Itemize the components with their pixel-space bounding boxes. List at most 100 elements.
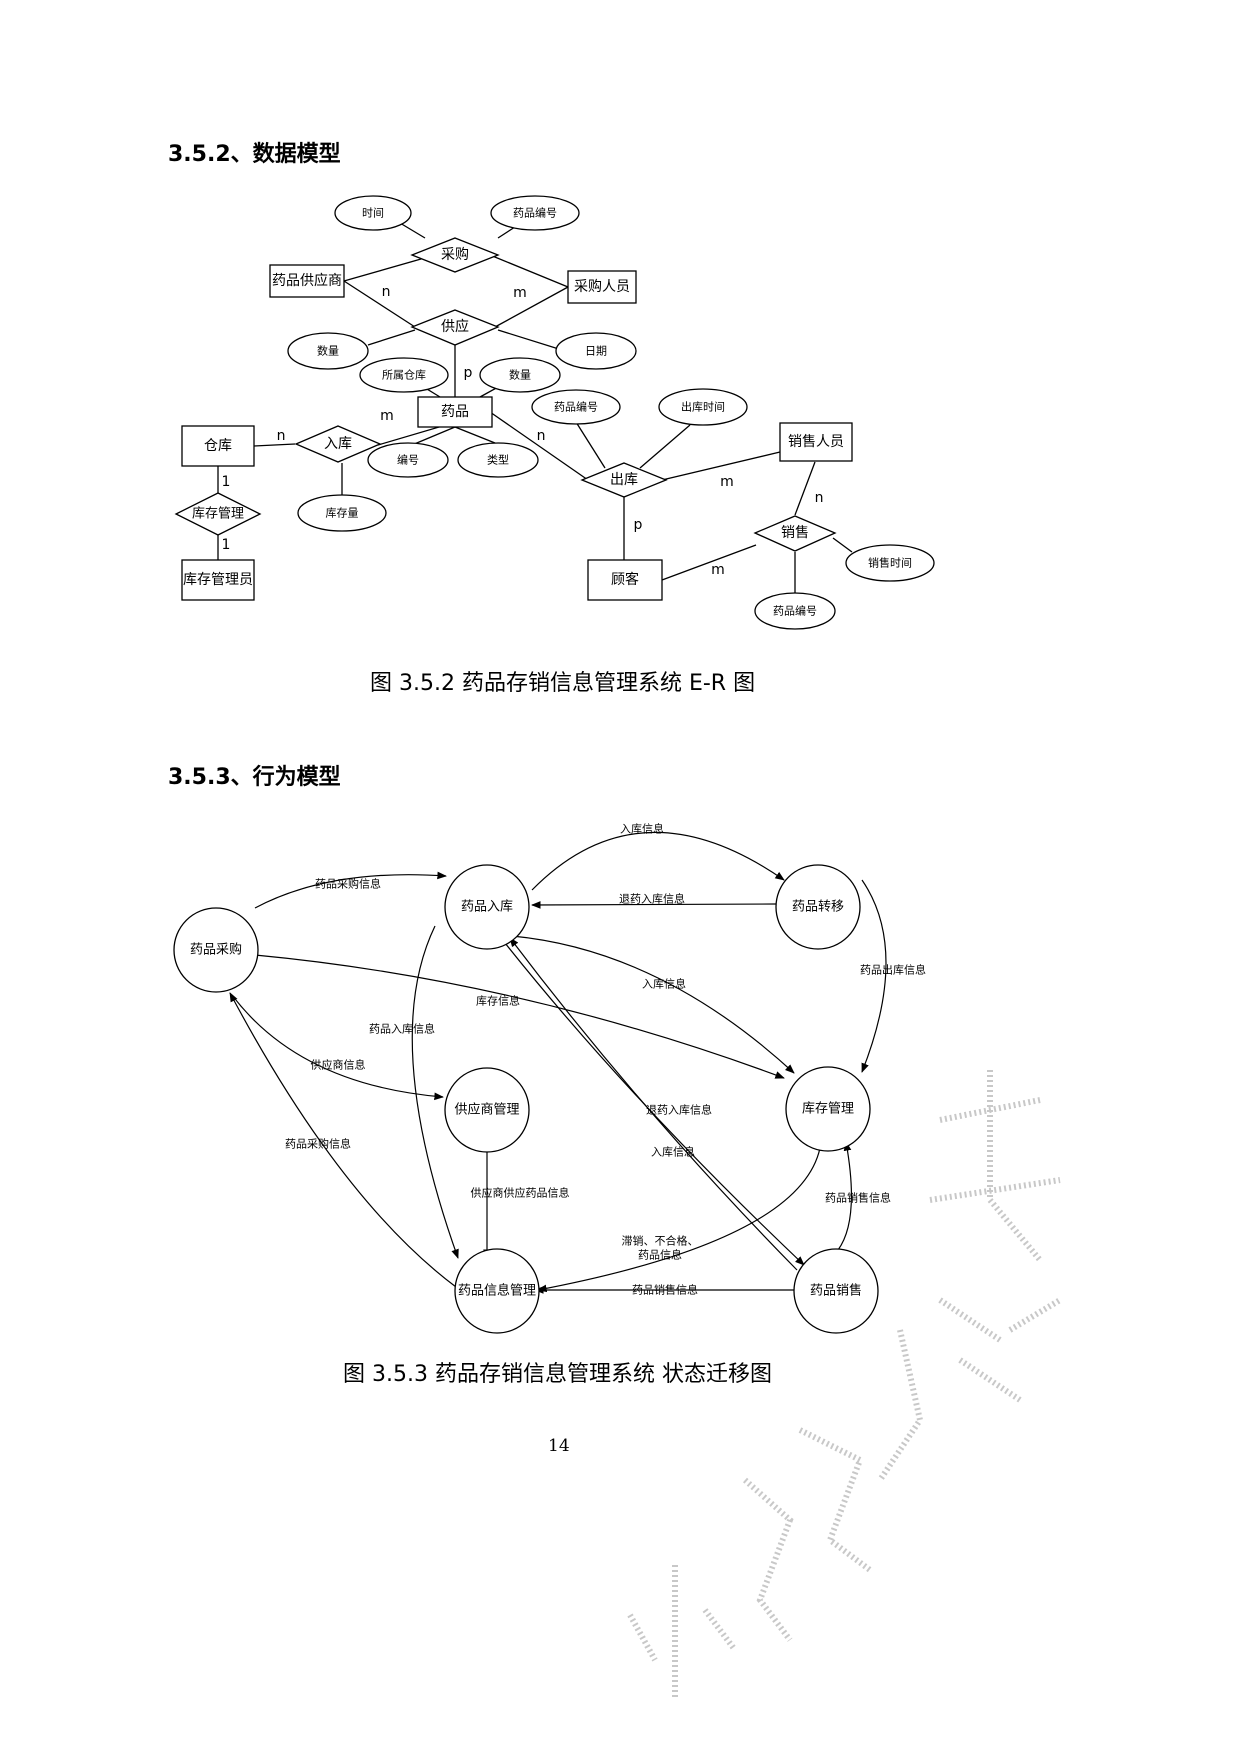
state-info-mgmt: [454, 1248, 540, 1334]
relation-stock-out-label: 出库: [610, 472, 638, 488]
state-supplier-mgmt-label: 供应商管理: [454, 1102, 519, 1118]
attr-out-time: [658, 388, 748, 426]
trans-purchase-to-in: 药品采购信息: [315, 877, 381, 891]
entity-stock-manager-label: 库存管理员: [183, 572, 253, 588]
state-info-mgmt-label: 药品信息管理: [458, 1283, 536, 1299]
trans-in-to-stock: 入库信息: [642, 977, 686, 991]
relation-stock-out: [580, 462, 668, 498]
trans-transfer-to-stock: 药品出库信息: [860, 963, 926, 977]
attr-supply-qty-label: 数量: [317, 345, 339, 358]
attr-purchase-time: [334, 195, 412, 231]
entity-customer-label: 顾客: [611, 571, 639, 588]
attr-sale-time: [845, 544, 935, 582]
er-diagram-caption: 图 3.5.2 药品存销信息管理系统 E-R 图: [370, 671, 756, 696]
trans-in-to-sales: 入库信息: [651, 1145, 695, 1159]
attr-sale-drug-no-label: 药品编号: [773, 604, 817, 618]
attr-drug-warehouse: [359, 357, 449, 393]
relation-stock-in: [294, 425, 382, 463]
state-stock-in: [444, 864, 530, 950]
entity-drug-label: 药品: [441, 404, 469, 420]
card-out-m: m: [720, 474, 734, 490]
trans-stock-to-info-line1: 滞销、不合格、: [622, 1234, 699, 1248]
state-supplier-mgmt: [444, 1067, 530, 1153]
relation-stock-in-label: 入库: [324, 436, 352, 452]
relation-purchase-label: 采购: [441, 247, 469, 263]
entity-stock-manager: [181, 559, 255, 601]
attr-drug-type-label: 类型: [487, 453, 509, 467]
card-mgmt-bottom: 1: [222, 537, 231, 553]
entity-warehouse: [181, 425, 255, 467]
entity-warehouse-label: 仓库: [204, 438, 232, 454]
relation-purchase: [410, 237, 500, 273]
state-transfer-label: 药品转移: [792, 900, 844, 915]
relation-sale: [753, 515, 837, 552]
card-supply-m: m: [513, 285, 527, 301]
card-out-n: n: [537, 428, 546, 444]
attr-drug-no: [367, 442, 449, 478]
entity-customer: [587, 559, 663, 601]
card-stockin-m: m: [380, 408, 394, 424]
attr-supply-date-label: 日期: [585, 345, 607, 358]
attr-drug-no-label: 编号: [397, 453, 419, 467]
state-stock-mgmt-label: 库存管理: [802, 1101, 854, 1117]
section-heading-data-model: 3.5.2、数据模型: [168, 142, 341, 167]
state-purchase: [173, 907, 259, 993]
trans-stock-to-info-line2: 药品信息: [638, 1248, 682, 1262]
attr-sale-drug-no: [754, 592, 836, 630]
trans-sales-to-in: 退药入库信息: [646, 1103, 712, 1117]
attr-drug-qty: [479, 357, 561, 393]
state-transfer: [775, 864, 861, 950]
state-purchase-label: 药品采购: [190, 942, 242, 958]
card-supply-p: p: [464, 365, 473, 381]
section-heading-behavior-model: 3.5.3、行为模型: [168, 765, 341, 790]
page-number: 14: [548, 1436, 570, 1456]
trans-in-to-info: 药品入库信息: [369, 1022, 435, 1036]
trans-in-to-transfer: 入库信息: [620, 822, 664, 836]
card-out-p: p: [634, 517, 643, 533]
entity-purchaser: [567, 270, 637, 304]
trans-supplier-to-info: 供应商供应药品信息: [471, 1186, 570, 1200]
entity-supplier-label: 药品供应商: [272, 272, 342, 289]
relation-stock-mgmt-label: 库存管理: [192, 506, 244, 522]
entity-supplier: [269, 264, 345, 298]
attr-purchase-drug-no: [490, 195, 580, 231]
attr-drug-warehouse-label: 所属仓库: [382, 368, 426, 382]
card-supply-n: n: [382, 284, 391, 300]
entity-salesperson: [779, 422, 853, 462]
trans-info-to-purchase: 药品采购信息: [285, 1137, 351, 1151]
state-diagram: 药品采购 药品入库 药品转移 供应商管理 库存管理 药品信息管理 药品销售 药品…: [173, 822, 926, 1334]
trans-purchase-to-stock: 库存信息: [476, 994, 520, 1008]
state-stock-mgmt: [785, 1066, 871, 1152]
state-diagram-caption: 图 3.5.3 药品存销信息管理系统 状态迁移图: [343, 1362, 772, 1387]
relation-stock-mgmt: [174, 492, 262, 536]
trans-sales-to-stock: 药品销售信息: [825, 1191, 891, 1205]
attr-out-time-label: 出库时间: [681, 400, 725, 414]
state-sales-label: 药品销售: [810, 1283, 862, 1299]
attr-stock-qty: [297, 494, 387, 532]
attr-drug-qty-label: 数量: [509, 369, 531, 382]
card-sale-m: m: [711, 562, 725, 578]
attr-purchase-drug-no-label: 药品编号: [513, 206, 557, 220]
relation-sale-label: 销售: [781, 525, 809, 541]
attr-supply-date: [555, 332, 637, 370]
card-sale-n: n: [815, 490, 824, 506]
state-sales: [793, 1248, 879, 1334]
relation-supply-label: 供应: [441, 318, 469, 335]
state-stock-in-label: 药品入库: [461, 899, 513, 915]
attr-drug-type: [457, 442, 539, 478]
er-diagram: 药品供应商 采购人员 药品 仓库 库存管理员 销售人员 顾客 采购 供应 入库 …: [174, 195, 935, 630]
attr-out-drug-no: [531, 389, 621, 425]
entity-salesperson-label: 销售人员: [788, 434, 844, 450]
trans-transfer-to-in: 退药入库信息: [619, 892, 685, 906]
attr-sale-time-label: 销售时间: [868, 556, 912, 570]
entity-drug: [417, 396, 493, 428]
attr-purchase-time-label: 时间: [362, 207, 384, 220]
attr-stock-qty-label: 库存量: [326, 506, 359, 520]
relation-supply: [410, 309, 500, 346]
attr-out-drug-no-label: 药品编号: [554, 400, 598, 414]
entity-purchaser-label: 采购人员: [574, 279, 630, 295]
trans-sales-to-info: 药品销售信息: [632, 1283, 698, 1297]
card-mgmt-top: 1: [222, 474, 231, 490]
attr-supply-qty: [287, 332, 369, 370]
card-stockin-n: n: [277, 428, 286, 444]
